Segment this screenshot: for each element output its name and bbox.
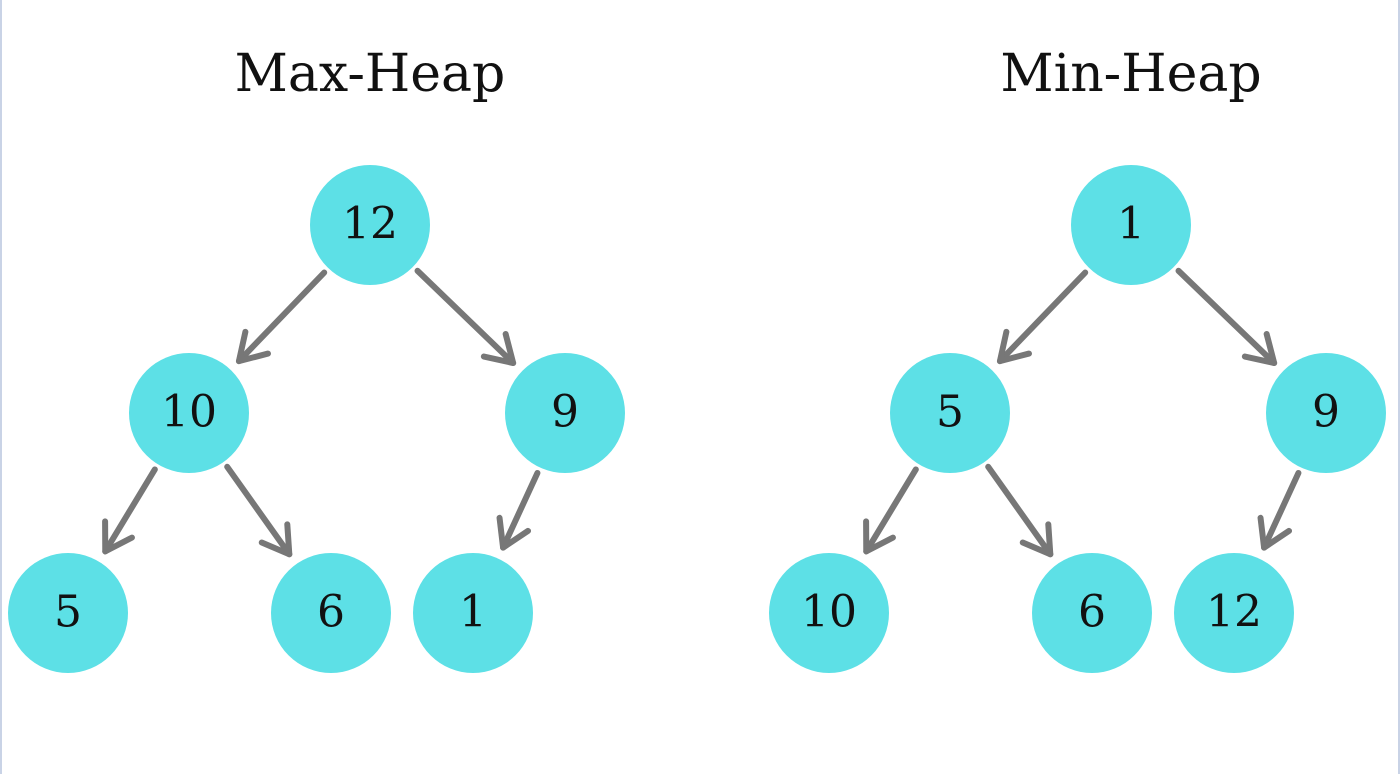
min-heap-edge-2-arrowhead — [863, 518, 896, 555]
max-heap-edge-4 — [496, 469, 541, 551]
min-heap-node-3: 10 — [769, 553, 889, 673]
min-heap-node-circle — [1071, 165, 1191, 285]
min-heap-node-circle — [1032, 553, 1152, 673]
max-heap-node-0: 12 — [310, 165, 430, 285]
min-heap-edge-1-arrowhead — [1241, 330, 1278, 367]
min-heap-node-0: 1 — [1071, 165, 1191, 285]
min-heap-node-circle — [769, 553, 889, 673]
max-heap-node-2: 9 — [505, 353, 625, 473]
max-heap-edge-4-line — [500, 469, 541, 551]
nodes-layer: 12 10 9 5 6 1 1 5 9 10 6 12 — [8, 165, 1386, 673]
max-heap-edge-4-arrowhead — [496, 514, 532, 551]
max-heap-title: Max-Heap — [234, 44, 506, 104]
max-heap-edge-1 — [414, 267, 517, 367]
max-heap-node-value: 10 — [161, 387, 217, 438]
min-heap-edge-2-line — [863, 466, 919, 555]
max-heap-node-1: 10 — [129, 353, 249, 473]
max-heap-edge-0 — [235, 269, 328, 365]
min-heap-edge-3 — [985, 463, 1054, 558]
min-heap-node-circle — [1266, 353, 1386, 473]
max-heap-edge-1-line — [414, 267, 517, 367]
max-heap-node-circle — [8, 553, 128, 673]
min-heap-node-5: 12 — [1174, 553, 1294, 673]
min-heap-edge-2 — [863, 466, 919, 555]
max-heap-node-circle — [310, 165, 430, 285]
min-heap-edge-0-line — [996, 269, 1089, 365]
min-heap-edge-1-line — [1175, 267, 1278, 367]
min-heap-edge-3-arrowhead — [1019, 521, 1054, 558]
max-heap-node-circle — [129, 353, 249, 473]
min-heap-node-value: 1 — [1117, 199, 1145, 250]
max-heap-edge-0-arrowhead — [235, 328, 271, 365]
max-heap-edge-2-line — [102, 466, 158, 555]
min-heap-edge-3-line — [985, 463, 1054, 558]
max-heap-edge-3-line — [224, 463, 293, 558]
min-heap-node-value: 9 — [1312, 387, 1340, 438]
min-heap-title: Min-Heap — [1000, 44, 1262, 104]
min-heap-edge-0 — [996, 269, 1089, 365]
min-heap-node-2: 9 — [1266, 353, 1386, 473]
min-heap-node-circle — [890, 353, 1010, 473]
min-heap-edge-4-line — [1261, 469, 1302, 551]
max-heap-node-value: 12 — [342, 199, 398, 250]
max-heap-node-circle — [505, 353, 625, 473]
max-heap-node-circle — [413, 553, 533, 673]
max-heap-node-value: 1 — [459, 587, 487, 638]
min-heap-node-value: 12 — [1206, 587, 1262, 638]
max-heap-edge-3 — [224, 463, 293, 558]
min-heap-node-value: 5 — [936, 387, 964, 438]
min-heap-node-4: 6 — [1032, 553, 1152, 673]
min-heap-node-value: 10 — [801, 587, 857, 638]
max-heap-node-value: 9 — [551, 387, 579, 438]
max-heap-node-5: 1 — [413, 553, 533, 673]
max-heap-node-4: 6 — [271, 553, 391, 673]
edges-layer — [102, 267, 1302, 558]
min-heap-node-1: 5 — [890, 353, 1010, 473]
min-heap-node-circle — [1174, 553, 1294, 673]
min-heap-node-value: 6 — [1078, 587, 1106, 638]
min-heap-edge-1 — [1175, 267, 1278, 367]
max-heap-node-value: 5 — [54, 587, 82, 638]
frame-left-border — [0, 0, 2, 774]
max-heap-edge-1-arrowhead — [480, 330, 517, 367]
max-heap-edge-0-line — [235, 269, 328, 365]
frame-right-border — [1398, 0, 1400, 774]
max-heap-edge-2 — [102, 466, 158, 555]
min-heap-edge-4-arrowhead — [1257, 514, 1293, 551]
max-heap-edge-3-arrowhead — [258, 521, 293, 558]
max-heap-node-value: 6 — [317, 587, 345, 638]
min-heap-edge-4 — [1257, 469, 1302, 551]
max-heap-edge-2-arrowhead — [102, 518, 135, 555]
min-heap-edge-0-arrowhead — [996, 328, 1032, 365]
max-heap-node-3: 5 — [8, 553, 128, 673]
max-heap-node-circle — [271, 553, 391, 673]
